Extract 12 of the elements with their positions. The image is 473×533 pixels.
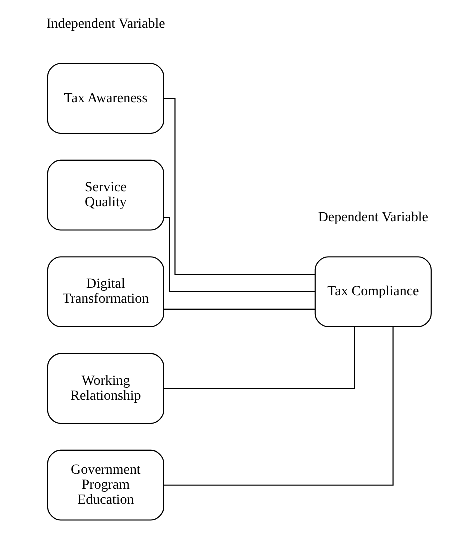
label: Independent Variable [46, 17, 165, 32]
node-box: Digital Transformation [46, 256, 164, 328]
connector [164, 308, 315, 310]
connector [163, 217, 315, 293]
node-box: Tax Compliance [314, 256, 432, 328]
node-box: Government Program Education [46, 450, 164, 521]
node-box: Tax Awareness [46, 63, 164, 134]
node-box: Working Relationship [46, 353, 164, 424]
connector [164, 327, 394, 486]
node-box: Service Quality [46, 160, 164, 231]
label: Dependent Variable [318, 210, 428, 226]
connector [164, 327, 355, 390]
